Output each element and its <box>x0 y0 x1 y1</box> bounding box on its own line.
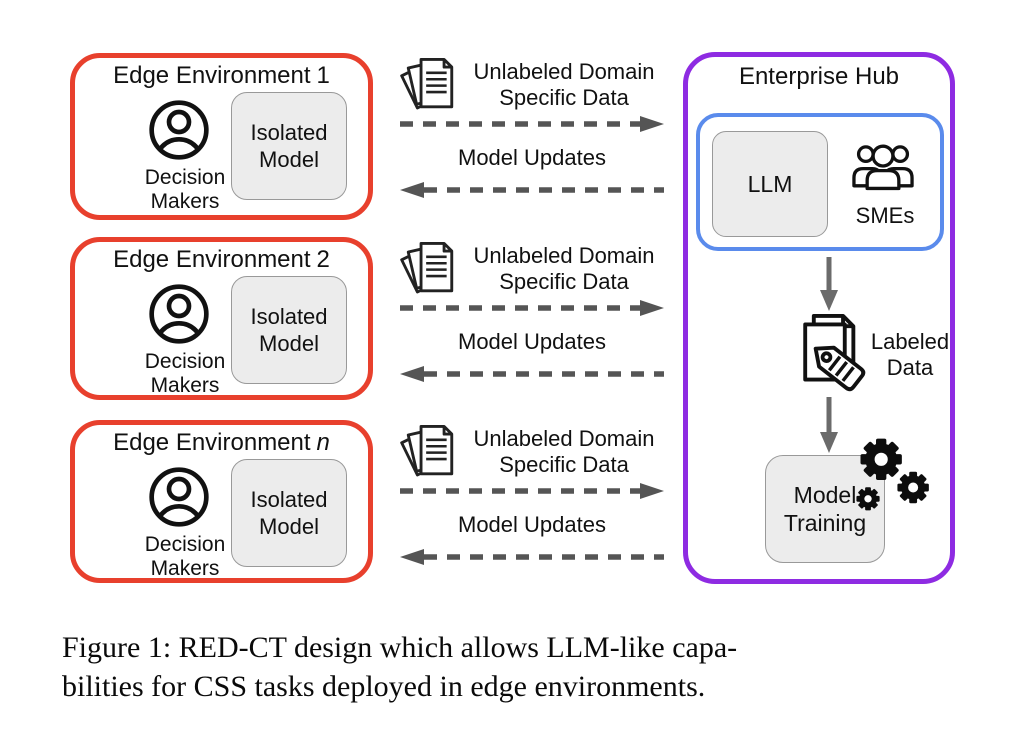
documents-icon <box>398 420 462 489</box>
data-to-hub-arrow-icon <box>398 299 666 322</box>
updates-to-edge-arrow-icon <box>398 365 666 388</box>
enterprise-hub-box: Enterprise Hub LLM SMEs <box>683 52 955 584</box>
edge-env-title-text: Edge Environment <box>113 62 311 89</box>
model-updates-label: Model Updates <box>458 512 606 537</box>
decision-makers-icon <box>147 465 211 534</box>
figure-caption: Figure 1: RED-CT design which allows LLM… <box>62 628 972 706</box>
model-updates-label: Model Updates <box>458 145 606 170</box>
gears-icon <box>832 433 936 532</box>
updates-to-edge-arrow-icon <box>398 548 666 571</box>
smes-icon <box>850 133 916 204</box>
documents-icon <box>398 237 462 306</box>
edge-env-index: 1 <box>316 62 330 89</box>
edge-env-index: 2 <box>316 246 330 273</box>
documents-icon <box>398 53 462 122</box>
edge-env-index: n <box>316 429 330 456</box>
model-updates-label: Model Updates <box>458 329 606 354</box>
decision-makers-icon <box>147 282 211 351</box>
data-to-hub-arrow-icon <box>398 115 666 138</box>
llm-to-labeled-data-arrow-icon <box>818 257 840 316</box>
figure-caption-line1: Figure 1: RED-CT design which allows LLM… <box>62 631 738 664</box>
edge-env-title-text: Edge Environment <box>113 429 311 456</box>
enterprise-hub-title: Enterprise Hub <box>738 63 900 90</box>
labeled-data-icon <box>788 309 874 400</box>
llm-box: LLM <box>712 131 828 237</box>
figure-caption-line2: bilities for CSS tasks deployed in edge … <box>62 670 706 703</box>
edge-env-title-text: Edge Environment <box>113 246 311 273</box>
decision-makers-icon <box>147 98 211 167</box>
smes-label: SMEs <box>855 203 915 228</box>
llm-sme-group-box: LLM SMEs <box>696 113 944 251</box>
data-to-hub-arrow-icon <box>398 482 666 505</box>
labeled-data-to-training-arrow-icon <box>818 397 840 458</box>
updates-to-edge-arrow-icon <box>398 181 666 204</box>
